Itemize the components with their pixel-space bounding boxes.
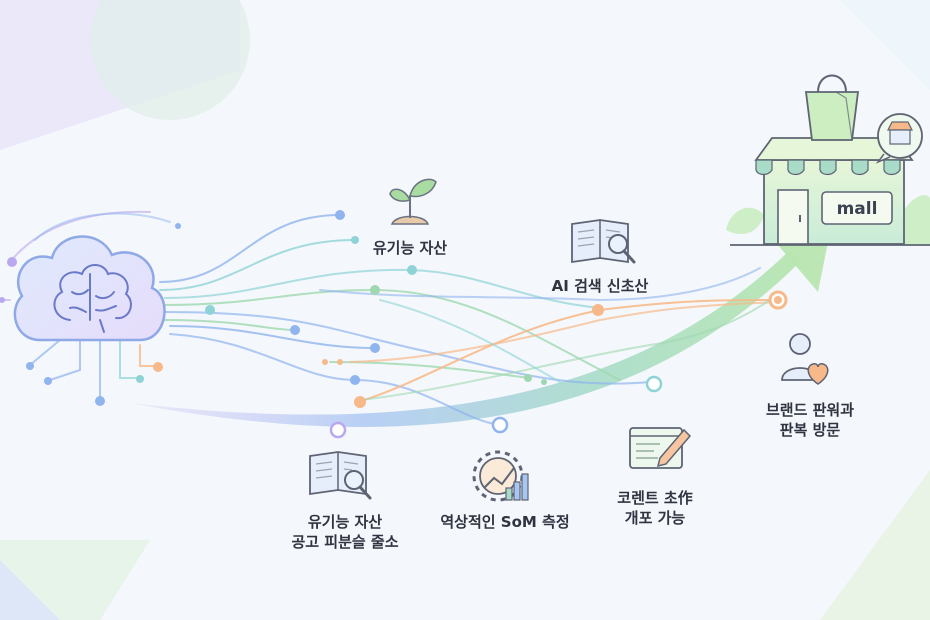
shopping-bag-icon [804,74,860,141]
label-brand: 브랜드 판워과 판복 방문 [765,401,855,439]
label-organic-ad: 유기능 자산 공고 피분슬 줄소 [291,513,399,551]
brain-cloud-icon [13,235,166,342]
store-badge-icon [875,113,923,164]
label-ai-search: AI 검색 신초산 [551,277,649,295]
document-pencil-icon [629,427,692,469]
storefront-icon [726,137,930,246]
flow-nodes [0,210,788,439]
label-organic-asset: 유기능 자산 [372,239,448,257]
store-sign: mall [837,199,878,219]
growth-arrow [130,232,830,427]
book-search-icon [309,451,372,500]
book-search-icon [571,219,636,264]
sprout-icon [389,178,437,225]
gear-chart-icon [472,450,529,502]
label-som: 역상적인 SoM 측정 [440,513,570,531]
user-heart-icon [781,333,829,385]
label-content: 코렌트 초作 개포 가능 [617,489,693,527]
